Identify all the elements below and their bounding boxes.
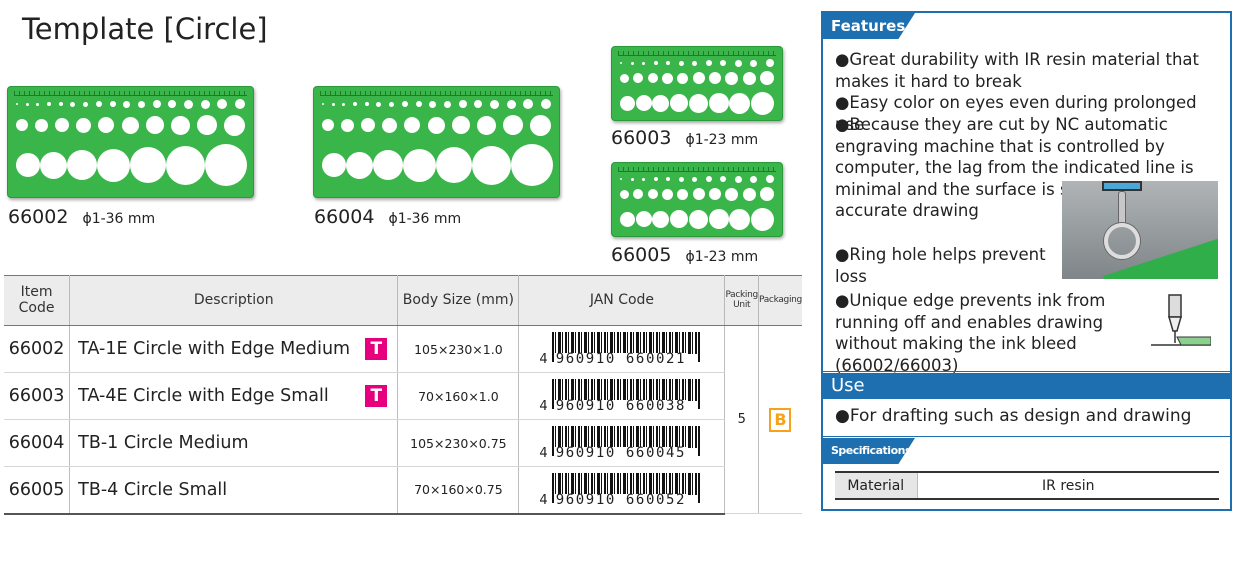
caption-66003: 66003 ϕ1-23 mm xyxy=(611,127,758,149)
circle-row xyxy=(620,71,774,85)
t-badge-icon: T xyxy=(365,385,388,407)
diameter-range: ϕ1-36 mm xyxy=(82,211,156,227)
use-text: ●For drafting such as design and drawing xyxy=(835,406,1192,426)
description-text: TA-1E Circle with Edge Medium xyxy=(78,339,351,359)
circle-row xyxy=(620,206,774,232)
feature-item: ●Great durability with IR resin material… xyxy=(835,50,1200,91)
caption-66005: 66005 ϕ1-23 mm xyxy=(611,244,758,266)
product-table: Item Code Description Body Size (mm) JAN… xyxy=(4,275,802,515)
pen-edge-icon xyxy=(1151,294,1211,346)
specifications-heading: Specifications xyxy=(823,438,915,464)
circle-row xyxy=(322,143,553,187)
page-title: Template [Circle] xyxy=(22,12,268,46)
header-jan-code: JAN Code xyxy=(518,275,726,326)
ruler-ticks xyxy=(14,91,247,96)
jan-digits: 960910 660038 xyxy=(553,398,689,414)
feature-item: ●Easy color on eyes even during prolonge… xyxy=(835,93,1197,134)
feature-item: ●Unique edge prevents ink from running o… xyxy=(835,291,1106,375)
ruler-ticks xyxy=(618,51,776,56)
table-row: 66003 TA-4E Circle with Edge Small T 70×1… xyxy=(4,372,802,420)
features-panel: Features ●Great durability with IR resin… xyxy=(821,11,1232,511)
body-size: 105×230×1.0 xyxy=(397,325,520,373)
template-image-66002 xyxy=(7,86,254,198)
barcode-icon: 4 960910 660021 xyxy=(539,332,724,366)
jan-lead-digit: 4 xyxy=(539,352,548,367)
circle-row xyxy=(16,99,245,109)
body-size: 70×160×1.0 xyxy=(397,372,520,420)
description-cell: TA-4E Circle with Edge Small T xyxy=(69,372,399,420)
spec-row: Material IR resin xyxy=(835,471,1219,500)
template-image-66003 xyxy=(611,46,783,121)
barcode-icon: 4 960910 660038 xyxy=(539,379,724,413)
features-heading: Features xyxy=(823,13,915,39)
template-image-66005 xyxy=(611,162,783,237)
circle-row xyxy=(620,59,774,67)
caption-66004: 66004 ϕ1-36 mm xyxy=(314,206,461,228)
header-body-size: Body Size (mm) xyxy=(397,275,520,326)
description-cell: TB-4 Circle Small xyxy=(69,466,399,515)
table-row: 66005 TB-4 Circle Small 70×160×0.75 4 960… xyxy=(4,466,802,515)
packing-unit: 5 xyxy=(724,325,759,514)
diameter-range: ϕ1-23 mm xyxy=(685,132,759,148)
jan-code-cell: 4 960910 660038 xyxy=(518,372,726,420)
body-size: 70×160×0.75 xyxy=(397,466,520,515)
product-code: 66004 xyxy=(314,206,375,228)
header-description: Description xyxy=(69,275,399,326)
header-packaging: Packaging xyxy=(758,275,802,326)
ruler-ticks xyxy=(320,91,553,96)
diameter-range: ϕ1-23 mm xyxy=(685,249,759,265)
circle-row xyxy=(16,143,247,187)
ruler-ticks xyxy=(618,167,776,172)
jan-code-cell: 4 960910 660045 xyxy=(518,419,726,467)
spec-key: Material xyxy=(835,471,917,500)
circle-row xyxy=(620,187,774,201)
jan-digits: 960910 660052 xyxy=(553,491,689,508)
ring-hole-photo xyxy=(1062,181,1218,279)
description-cell: TA-1E Circle with Edge Medium T xyxy=(69,325,399,373)
packaging-cell: B xyxy=(758,325,802,514)
circle-row xyxy=(322,99,551,109)
diameter-range: ϕ1-36 mm xyxy=(388,211,462,227)
circle-row xyxy=(322,114,551,136)
item-code: 66004 xyxy=(4,419,71,467)
jan-code-cell: 4 960910 660052 xyxy=(518,466,726,515)
circle-row xyxy=(16,114,245,136)
jan-code-cell: 4 960910 660021 xyxy=(518,325,726,373)
header-item-code: Item Code xyxy=(4,275,71,326)
jan-digits: 960910 660021 xyxy=(553,351,689,367)
barcode-icon: 4 960910 660052 xyxy=(539,472,724,508)
product-code: 66002 xyxy=(8,206,69,228)
feature-item: ●Ring hole helps prevent loss xyxy=(835,245,1046,286)
circle-row xyxy=(620,175,774,183)
barcode-icon: 4 960910 660045 xyxy=(539,426,724,460)
jan-digits: 960910 660045 xyxy=(553,445,689,461)
body-size: 105×230×0.75 xyxy=(397,419,520,467)
description-text: TB-4 Circle Small xyxy=(78,479,228,500)
table-header-row: Item Code Description Body Size (mm) JAN… xyxy=(4,275,802,326)
description-cell: TB-1 Circle Medium xyxy=(69,419,399,467)
jan-lead-digit: 4 xyxy=(539,399,548,414)
b-packaging-icon: B xyxy=(769,407,792,432)
item-code: 66005 xyxy=(4,466,71,515)
item-code: 66003 xyxy=(4,372,71,420)
spec-value: IR resin xyxy=(916,471,1219,500)
description-text: TB-1 Circle Medium xyxy=(78,433,249,453)
description-text: TA-4E Circle with Edge Small xyxy=(78,386,329,406)
jan-lead-digit: 4 xyxy=(539,492,548,508)
specifications-table: Material IR resin xyxy=(835,471,1219,500)
jan-lead-digit: 4 xyxy=(539,446,548,461)
header-packing-unit: Packing Unit xyxy=(724,275,759,326)
use-heading: Use xyxy=(823,373,1230,399)
caption-66002: 66002 ϕ1-36 mm xyxy=(8,206,155,228)
product-code: 66003 xyxy=(611,127,672,149)
product-code: 66005 xyxy=(611,244,672,266)
item-code: 66002 xyxy=(4,325,71,373)
t-badge-icon: T xyxy=(365,338,388,360)
circle-row xyxy=(620,90,774,116)
template-image-66004 xyxy=(313,86,560,198)
